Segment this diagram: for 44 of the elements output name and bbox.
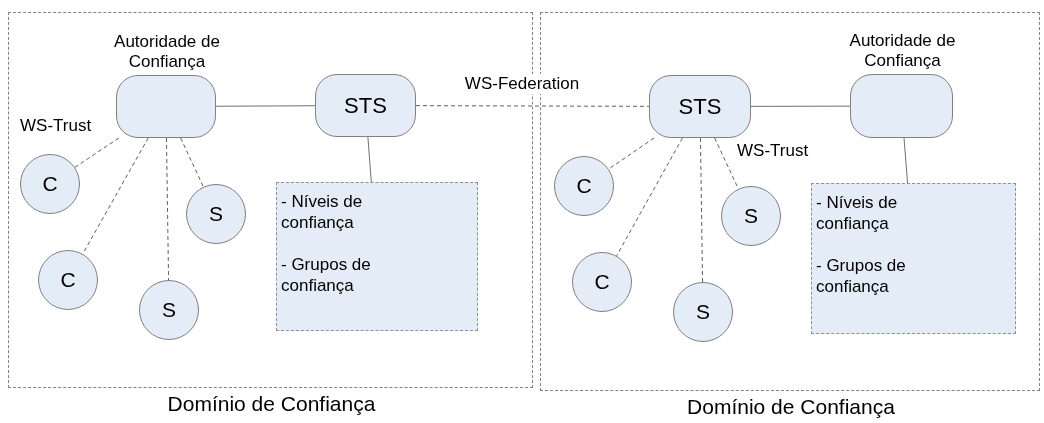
connector bbox=[215, 105, 316, 107]
sts-label: STS bbox=[678, 93, 722, 120]
protocol-label: WS-Trust bbox=[20, 116, 92, 136]
note-text: - Grupos de confiança bbox=[816, 255, 907, 297]
note-text: - Níveis de confiança bbox=[816, 192, 899, 234]
dashed-connector bbox=[74, 137, 120, 168]
dashed-connector bbox=[608, 137, 655, 170]
authority-label: Autoridade de Confiança bbox=[113, 32, 221, 72]
dashed-connector bbox=[165, 137, 170, 281]
entity-circle bbox=[572, 252, 632, 312]
entity-circle bbox=[139, 280, 199, 340]
sts-label: STS bbox=[344, 92, 387, 119]
sts-box bbox=[315, 74, 416, 137]
domain-label: Domínio de Confiança bbox=[686, 395, 896, 419]
connector bbox=[903, 137, 909, 184]
note-text: - Grupos de confiança bbox=[281, 254, 372, 296]
connector bbox=[367, 136, 372, 183]
entity-label: C bbox=[42, 172, 58, 196]
note-text: - Níveis de confiança bbox=[281, 191, 364, 233]
dashed-connector bbox=[699, 137, 704, 283]
sts-box bbox=[649, 75, 751, 138]
entity-circle bbox=[673, 282, 733, 342]
note-box bbox=[276, 182, 478, 331]
dashed-connector bbox=[616, 137, 683, 257]
protocol-label: WS-Trust bbox=[737, 141, 809, 161]
entity-label: S bbox=[209, 202, 223, 226]
entity-label: C bbox=[594, 270, 610, 294]
edge-label: WS-Federation bbox=[464, 74, 580, 94]
domain-label: Domínio de Confiança bbox=[166, 392, 377, 416]
connector bbox=[750, 105, 851, 107]
entity-circle bbox=[721, 186, 781, 246]
entity-circle bbox=[38, 250, 98, 310]
entity-circle bbox=[554, 156, 614, 216]
entity-circle bbox=[186, 184, 246, 244]
authority-label: Autoridade de Confiança bbox=[848, 31, 957, 71]
entity-label: S bbox=[696, 300, 710, 324]
entity-label: C bbox=[576, 174, 592, 198]
entity-circle bbox=[20, 154, 80, 214]
entity-label: S bbox=[744, 204, 758, 228]
dashed-connector bbox=[180, 137, 204, 188]
dashed-connector bbox=[415, 105, 650, 107]
entity-label: S bbox=[162, 298, 176, 322]
entity-label: C bbox=[60, 268, 76, 292]
note-box bbox=[811, 183, 1016, 334]
